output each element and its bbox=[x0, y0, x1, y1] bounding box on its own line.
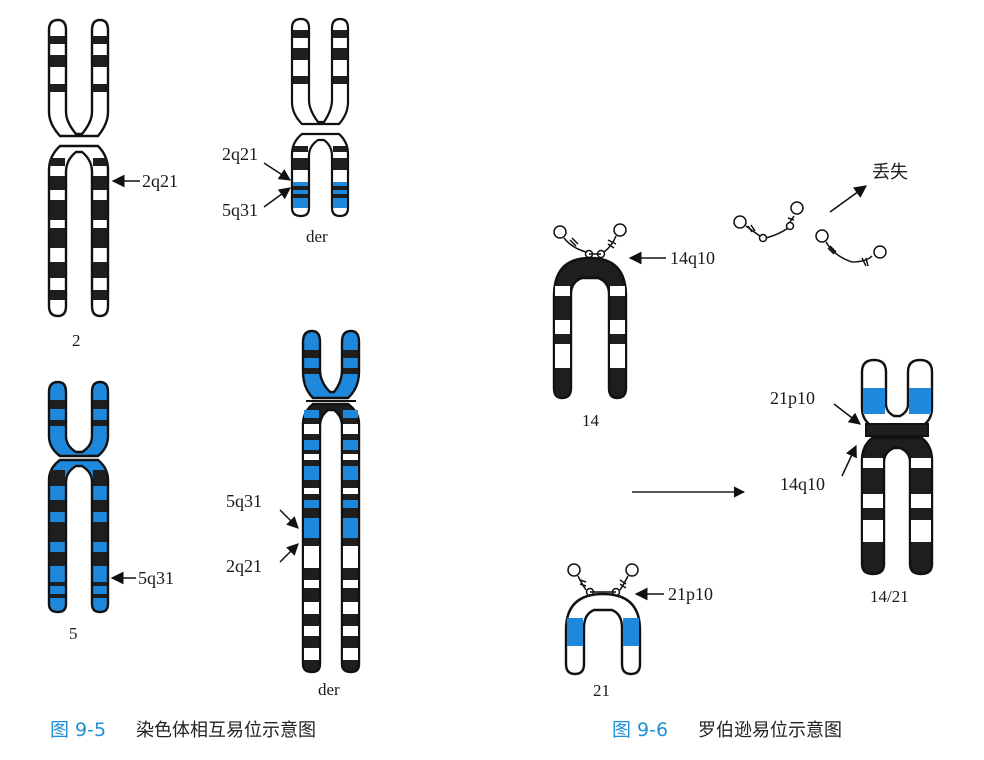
caption-9-6-text: 罗伯逊易位示意图 bbox=[698, 720, 842, 741]
chromosome-2: 2q21 2 bbox=[47, 18, 178, 350]
label-der-small-2q21: 2q21 bbox=[222, 144, 258, 164]
lost-fragments bbox=[733, 201, 887, 267]
caption-9-5-number: 图 9-5 bbox=[50, 719, 106, 741]
label-lost: 丢失 bbox=[872, 162, 908, 183]
arrow-der-small-5q31 bbox=[263, 187, 291, 208]
label-5q31: 5q31 bbox=[138, 568, 174, 588]
label-der-small: der bbox=[306, 227, 328, 246]
label-chromosome-5: 5 bbox=[69, 624, 78, 643]
label-21p10: 21p10 bbox=[668, 584, 713, 604]
derivative-large-5q-segment bbox=[304, 410, 358, 538]
chromosome-5-q-arm bbox=[47, 458, 110, 614]
chromosome-14-q-arm bbox=[552, 256, 628, 400]
derivative-small: 2q21 5q31 der bbox=[222, 17, 350, 246]
label-14q10: 14q10 bbox=[670, 248, 715, 268]
label-der-large: der bbox=[318, 680, 340, 699]
chromosome-21-q-arm bbox=[564, 592, 642, 676]
chromosome-21-satellites bbox=[567, 563, 639, 597]
figure-9-5: 2q21 2 bbox=[47, 17, 361, 741]
label-chromosome-2: 2 bbox=[72, 331, 81, 350]
derivative-large-2q-segment bbox=[304, 546, 358, 660]
chromosome-21: 21p10 21 bbox=[564, 563, 713, 700]
label-fused-21p10: 21p10 bbox=[770, 388, 815, 408]
derivative-large-p-arm bbox=[301, 329, 361, 400]
derivative-small-q-arm bbox=[290, 132, 350, 218]
label-der-small-5q31: 5q31 bbox=[222, 200, 258, 220]
derivative-small-translocated-5q bbox=[293, 182, 347, 208]
chromosome-2-p-arm bbox=[47, 18, 110, 138]
derivative-large: 5q31 2q21 der bbox=[226, 329, 361, 699]
chromosome-5-p-arm bbox=[47, 380, 110, 458]
label-chromosome-21: 21 bbox=[593, 681, 610, 700]
derivative-small-p-arm bbox=[290, 17, 350, 126]
chromosome-14-satellites bbox=[553, 223, 627, 259]
label-der-large-5q31: 5q31 bbox=[226, 491, 262, 511]
fused-14-arm bbox=[860, 436, 934, 576]
arrow-lost bbox=[829, 185, 868, 213]
label-2q21: 2q21 bbox=[142, 171, 178, 191]
chromosome-2-q-arm bbox=[47, 144, 110, 318]
label-chromosome-14: 14 bbox=[582, 411, 600, 430]
label-fused-14q10: 14q10 bbox=[780, 474, 825, 494]
caption-9-5-text: 染色体相互易位示意图 bbox=[136, 720, 316, 741]
fused-21-arm bbox=[860, 358, 934, 428]
label-der-large-2q21: 2q21 bbox=[226, 556, 262, 576]
figure-9-6: 14q10 14 丢失 bbox=[552, 162, 934, 741]
fused-chromosome-14-21: 21p10 14q10 14/21 bbox=[770, 358, 934, 606]
chromosome-14: 14q10 14 bbox=[552, 223, 715, 430]
arrow-der-large-5q31 bbox=[279, 509, 299, 529]
chromosome-5: 5q31 5 bbox=[47, 380, 174, 643]
arrow-fused-14q10 bbox=[841, 444, 857, 477]
label-fused-14-21: 14/21 bbox=[870, 587, 909, 606]
caption-9-6-number: 图 9-6 bbox=[612, 719, 668, 741]
fused-centromere bbox=[865, 423, 929, 437]
arrow-der-large-2q21 bbox=[279, 543, 299, 563]
derivative-large-q-arm bbox=[301, 402, 361, 674]
arrow-der-small-2q21 bbox=[263, 162, 292, 181]
arrow-fused-21p10 bbox=[833, 403, 861, 425]
